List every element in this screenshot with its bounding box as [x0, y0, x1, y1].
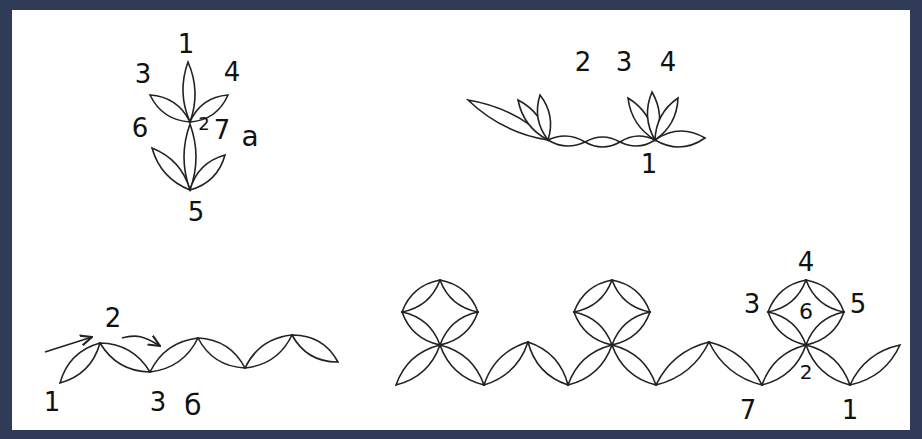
callout-number: 3 [744, 291, 761, 317]
petal [762, 345, 806, 385]
callout-number: 7 [740, 397, 757, 423]
callout-number: б [184, 392, 201, 420]
petal [612, 312, 650, 345]
petal [198, 338, 245, 368]
petal [620, 136, 655, 146]
callout-number: 4 [224, 59, 241, 85]
petal [612, 280, 650, 312]
callout-number: 3 [135, 61, 152, 87]
callout-number: 4 [798, 249, 815, 275]
callout-number: 1 [178, 31, 195, 57]
callout-number: 1 [44, 389, 61, 415]
petal [656, 342, 709, 385]
petal [468, 100, 548, 140]
petal [709, 342, 762, 385]
petal [60, 343, 100, 383]
petal [574, 280, 612, 312]
petal [548, 136, 585, 146]
petal [655, 131, 705, 147]
petal [292, 335, 338, 362]
petal [440, 280, 478, 312]
petal [612, 345, 656, 385]
petal [568, 345, 612, 385]
petal [806, 345, 850, 385]
callout-number: 2 [800, 362, 813, 382]
petal [402, 312, 440, 345]
petal [190, 155, 225, 190]
callout-number: 5 [188, 199, 205, 225]
callout-number: 2 [105, 305, 122, 331]
callout-number: 5 [850, 291, 867, 317]
petal [537, 95, 550, 140]
callout-number: а [241, 123, 258, 151]
direction-arrow [122, 336, 160, 346]
petal [850, 345, 900, 385]
callout-number: 3 [616, 49, 633, 75]
petal [484, 342, 528, 385]
callout-number: 4 [660, 49, 677, 75]
callout-number: 6 [132, 115, 149, 141]
petal [402, 280, 440, 312]
callout-number: 1 [842, 397, 859, 423]
petal [585, 137, 620, 147]
petal [150, 95, 190, 122]
callout-number: 6 [799, 301, 813, 323]
petal [440, 312, 478, 345]
petal [574, 312, 612, 345]
callout-number: 3 [150, 389, 167, 415]
petal [245, 335, 292, 368]
callout-number: 1 [641, 151, 658, 177]
callout-number: 2 [198, 115, 209, 133]
petal [150, 338, 198, 372]
petal [100, 343, 150, 372]
callout-number: 7 [214, 117, 231, 143]
direction-arrow [45, 337, 92, 352]
petal [152, 148, 190, 190]
callout-number: 2 [575, 49, 592, 75]
petal [396, 345, 440, 385]
petal [528, 342, 568, 385]
petal [440, 345, 484, 385]
